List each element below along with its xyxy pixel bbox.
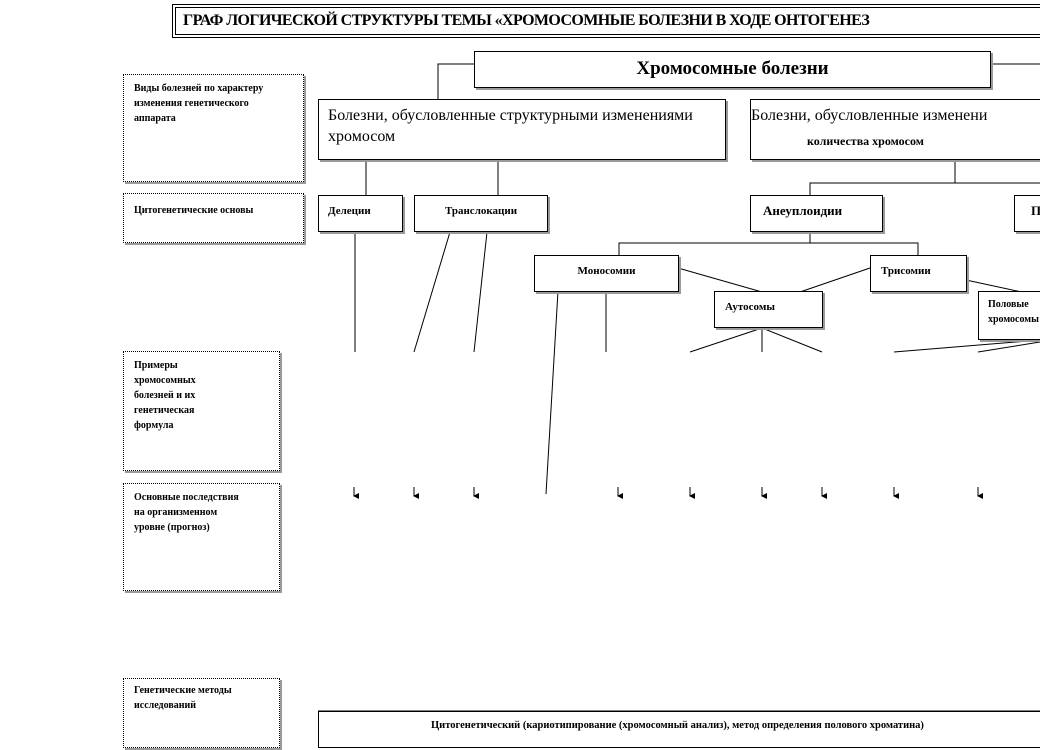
label-cyto-basis-text: Цитогенетические основы <box>134 205 254 216</box>
branch-structural-text: Болезни, обусловленные структурными изме… <box>328 107 693 145</box>
node-trisomy-label: Трисомии <box>881 265 931 277</box>
root-node-label: Хромосомные болезни <box>636 58 829 79</box>
label-consequences-text: Основные последствия на организменном ур… <box>134 492 239 533</box>
label-methods-text: Генетические методы исследований <box>134 685 232 711</box>
node-deletion: Делеции <box>318 195 403 232</box>
label-disease-types-text: Виды болезней по характеру изменения ген… <box>134 83 264 124</box>
node-autosomes: Аутосомы <box>714 291 823 328</box>
branch-numeric: Болезни, обусловленные изменени количест… <box>750 99 1040 160</box>
page-title: ГРАФ ЛОГИЧЕСКОЙ СТРУКТУРЫ ТЕМЫ «ХРОМОСОМ… <box>183 12 870 29</box>
node-monosomy-label: Моносомии <box>577 265 636 277</box>
node-sex-chromosomes: Половые хромосомы <box>978 291 1040 340</box>
methods-text: Цитогенетический (кариотипирование (хром… <box>431 720 924 731</box>
node-translocation: Транслокации <box>414 195 548 232</box>
node-polyploidy: П <box>1014 195 1040 232</box>
label-cyto-basis: Цитогенетические основы <box>123 193 304 243</box>
label-examples: Примеры хромосомных болезней и их генети… <box>123 351 280 471</box>
node-sex-chromosomes-label: Половые хромосомы <box>988 299 1039 325</box>
node-trisomy: Трисомии <box>870 255 967 292</box>
node-translocation-label: Транслокации <box>444 205 518 217</box>
node-aneuploidy-label: Анеуплоидии <box>763 203 843 218</box>
node-autosomes-label: Аутосомы <box>725 301 775 313</box>
label-methods: Генетические методы исследований <box>123 678 280 748</box>
root-node: Хромосомные болезни <box>474 51 991 88</box>
node-monosomy: Моносомии <box>534 255 679 292</box>
label-examples-text: Примеры хромосомных болезней и их генети… <box>134 360 196 431</box>
branch-numeric-text: Болезни, обусловленные изменени <box>751 107 988 124</box>
title-box: ГРАФ ЛОГИЧЕСКОЙ СТРУКТУРЫ ТЕМЫ «ХРОМОСОМ… <box>172 4 1040 38</box>
branch-numeric-text-2: количества хромосом <box>807 134 924 148</box>
node-aneuploidy: Анеуплоидии <box>750 195 883 232</box>
label-consequences: Основные последствия на организменном ур… <box>123 483 280 591</box>
node-polyploidy-label: П <box>1031 203 1040 218</box>
methods-box: Цитогенетический (кариотипирование (хром… <box>318 711 1040 748</box>
node-deletion-label: Делеции <box>328 205 371 217</box>
branch-structural: Болезни, обусловленные структурными изме… <box>318 99 726 160</box>
label-disease-types: Виды болезней по характеру изменения ген… <box>123 74 304 182</box>
